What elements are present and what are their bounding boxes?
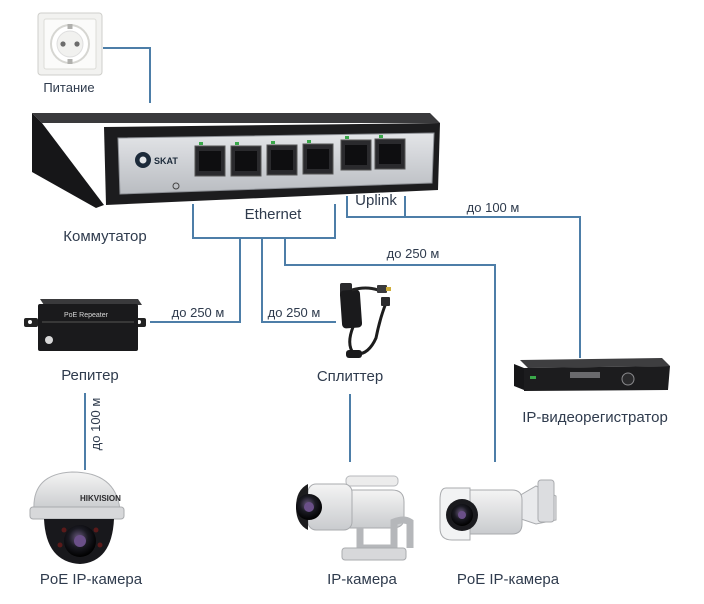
bullet-camera-label: PoE IP-камера xyxy=(457,571,560,588)
box-camera-label: IP-камера xyxy=(327,571,397,588)
wire-switch-repeater xyxy=(150,238,241,323)
switch-brand: SKAT xyxy=(154,156,178,166)
distance-repeater-dome: до 100 м xyxy=(88,398,103,451)
distance-switch-bullet: до 250 м xyxy=(387,246,440,261)
wire-switch-splitter xyxy=(261,238,336,323)
power-socket-icon xyxy=(37,12,103,76)
power-led-icon xyxy=(172,182,180,190)
wire-power-switch xyxy=(103,47,151,103)
nvr-label: IP-видеорегистратор xyxy=(522,409,668,426)
uplink-group-label: Uplink xyxy=(355,192,397,209)
dome-camera-label: PoE IP-камера xyxy=(40,571,143,588)
wire-switch-nvr xyxy=(405,216,581,358)
repeater-device-text: PoE Repeater xyxy=(64,312,109,319)
power-label: Питание xyxy=(43,80,94,95)
dome-camera-icon: HIKVISION xyxy=(29,471,125,564)
switch-label: Коммутатор xyxy=(63,228,146,245)
box-camera-icon xyxy=(296,475,414,561)
poe-repeater-icon: PoE Repeater xyxy=(24,299,146,351)
distance-switch-splitter: до 250 м xyxy=(268,305,321,320)
network-switch-icon: SKAT xyxy=(32,113,440,208)
splitter-label: Сплиттер xyxy=(317,368,383,385)
ethernet-group-label: Ethernet xyxy=(245,206,303,223)
ethernet-ports xyxy=(194,140,334,177)
nvr-icon xyxy=(514,358,670,391)
poe-splitter-icon xyxy=(339,283,391,358)
connection-lines xyxy=(84,47,581,470)
wire-switch-bullet xyxy=(284,238,496,462)
distance-switch-nvr: до 100 м xyxy=(467,200,520,215)
wire-ethernet-bracket xyxy=(192,204,336,239)
distance-switch-repeater: до 250 м xyxy=(172,305,225,320)
wire-uplink-bracket xyxy=(346,196,406,218)
repeater-label: Репитер xyxy=(61,367,119,384)
dome-brand: HIKVISION xyxy=(80,494,121,503)
bullet-camera-icon xyxy=(439,479,557,541)
uplink-ports xyxy=(340,135,406,171)
